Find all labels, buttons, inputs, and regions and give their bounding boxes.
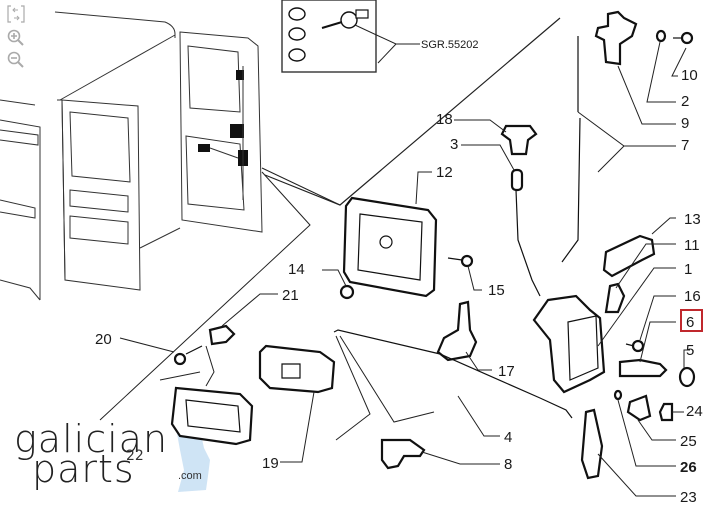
callout-6[interactable]: 6 [686, 314, 694, 331]
callout-8[interactable]: 8 [504, 456, 512, 473]
part-23-switch [580, 408, 604, 480]
zoom-out-button[interactable] [6, 50, 26, 70]
part-16-screw [631, 339, 645, 353]
zoom-out-icon [7, 51, 24, 68]
logo-word-parts: parts [32, 447, 135, 491]
callout-17[interactable]: 17 [498, 363, 515, 380]
handle-housing [170, 386, 254, 446]
callout-14[interactable]: 14 [288, 261, 305, 278]
callout-24[interactable]: 24 [686, 403, 703, 420]
leader-line [261, 167, 341, 206]
zoom-in-button[interactable] [6, 28, 26, 48]
callout-19[interactable]: 19 [262, 455, 279, 472]
part-7-rod [561, 36, 581, 263]
watermark-logo: galician parts 22 .com [14, 420, 224, 490]
part-5-bush [678, 366, 696, 388]
zoom-in-icon [7, 29, 24, 46]
leader-lines [119, 41, 690, 497]
part-6-pin [618, 358, 668, 378]
callout-13[interactable]: 13 [684, 211, 701, 228]
part-17-connector [436, 300, 478, 362]
lock-kit-box [281, 0, 420, 73]
part-10-bolt [680, 31, 694, 45]
highlight-box [680, 309, 703, 332]
callout-3[interactable]: 3 [450, 136, 458, 153]
part-20-screw [173, 352, 187, 366]
callout-5[interactable]: 5 [686, 342, 694, 359]
callout-16[interactable]: 16 [684, 288, 701, 305]
part-8-clip [380, 438, 426, 470]
leader-line [264, 17, 561, 206]
part-25-bracket [626, 394, 652, 422]
part-21-grommet [208, 324, 236, 346]
callout-15[interactable]: 15 [488, 282, 505, 299]
callout-1[interactable]: 1 [684, 261, 692, 278]
callout-23[interactable]: 23 [680, 489, 697, 506]
part-11-clip [604, 282, 626, 314]
part-3-clip [510, 168, 524, 192]
van-illustration [0, 11, 263, 301]
logo-word-galician: galician [14, 417, 169, 461]
part-24-clip [658, 402, 674, 422]
callout-labels: 10 2 9 7 18 3 12 13 11 1 16 6 5 24 25 26… [95, 67, 703, 506]
callout-7[interactable]: 7 [681, 137, 689, 154]
callout-26[interactable]: 26 [680, 459, 697, 476]
callout-21[interactable]: 21 [282, 287, 299, 304]
logo-number: 22 [126, 448, 144, 464]
kit-reference-label: SGR.55202 [421, 39, 478, 51]
part-18-grommet [500, 124, 538, 156]
callout-20[interactable]: 20 [95, 331, 112, 348]
part-4-rod [333, 329, 573, 419]
fit-screen-button[interactable] [6, 4, 26, 24]
callout-11[interactable]: 11 [684, 237, 700, 254]
leader-line [99, 171, 311, 421]
callout-4[interactable]: 4 [504, 429, 512, 446]
logo-tld: .com [178, 470, 202, 482]
callout-2[interactable]: 2 [681, 93, 689, 110]
part-14-nut [339, 284, 355, 300]
part-26-pin [613, 389, 623, 401]
callout-9[interactable]: 9 [681, 115, 689, 132]
part-2-washer [655, 29, 667, 43]
fit-screen-icon [7, 5, 25, 23]
part-13-lock-cylinder [602, 234, 656, 278]
part-19-outer-handle [258, 344, 336, 394]
callout-10[interactable]: 10 [681, 67, 698, 84]
callout-12[interactable]: 12 [436, 164, 453, 181]
part-15-screw [460, 254, 474, 268]
callout-18[interactable]: 18 [436, 111, 453, 128]
watermark-patch [176, 428, 210, 492]
callout-25[interactable]: 25 [680, 433, 697, 450]
part-9-striker [594, 10, 638, 66]
